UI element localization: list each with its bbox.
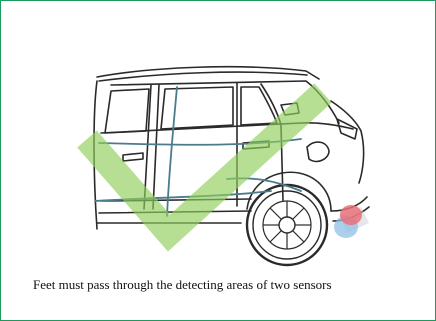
rear-wheel xyxy=(247,185,327,265)
caption: Feet must pass through the detecting are… xyxy=(33,277,332,293)
sensor-zone-red xyxy=(340,205,362,225)
car-rear-kick-sensor-illustration xyxy=(1,1,436,271)
